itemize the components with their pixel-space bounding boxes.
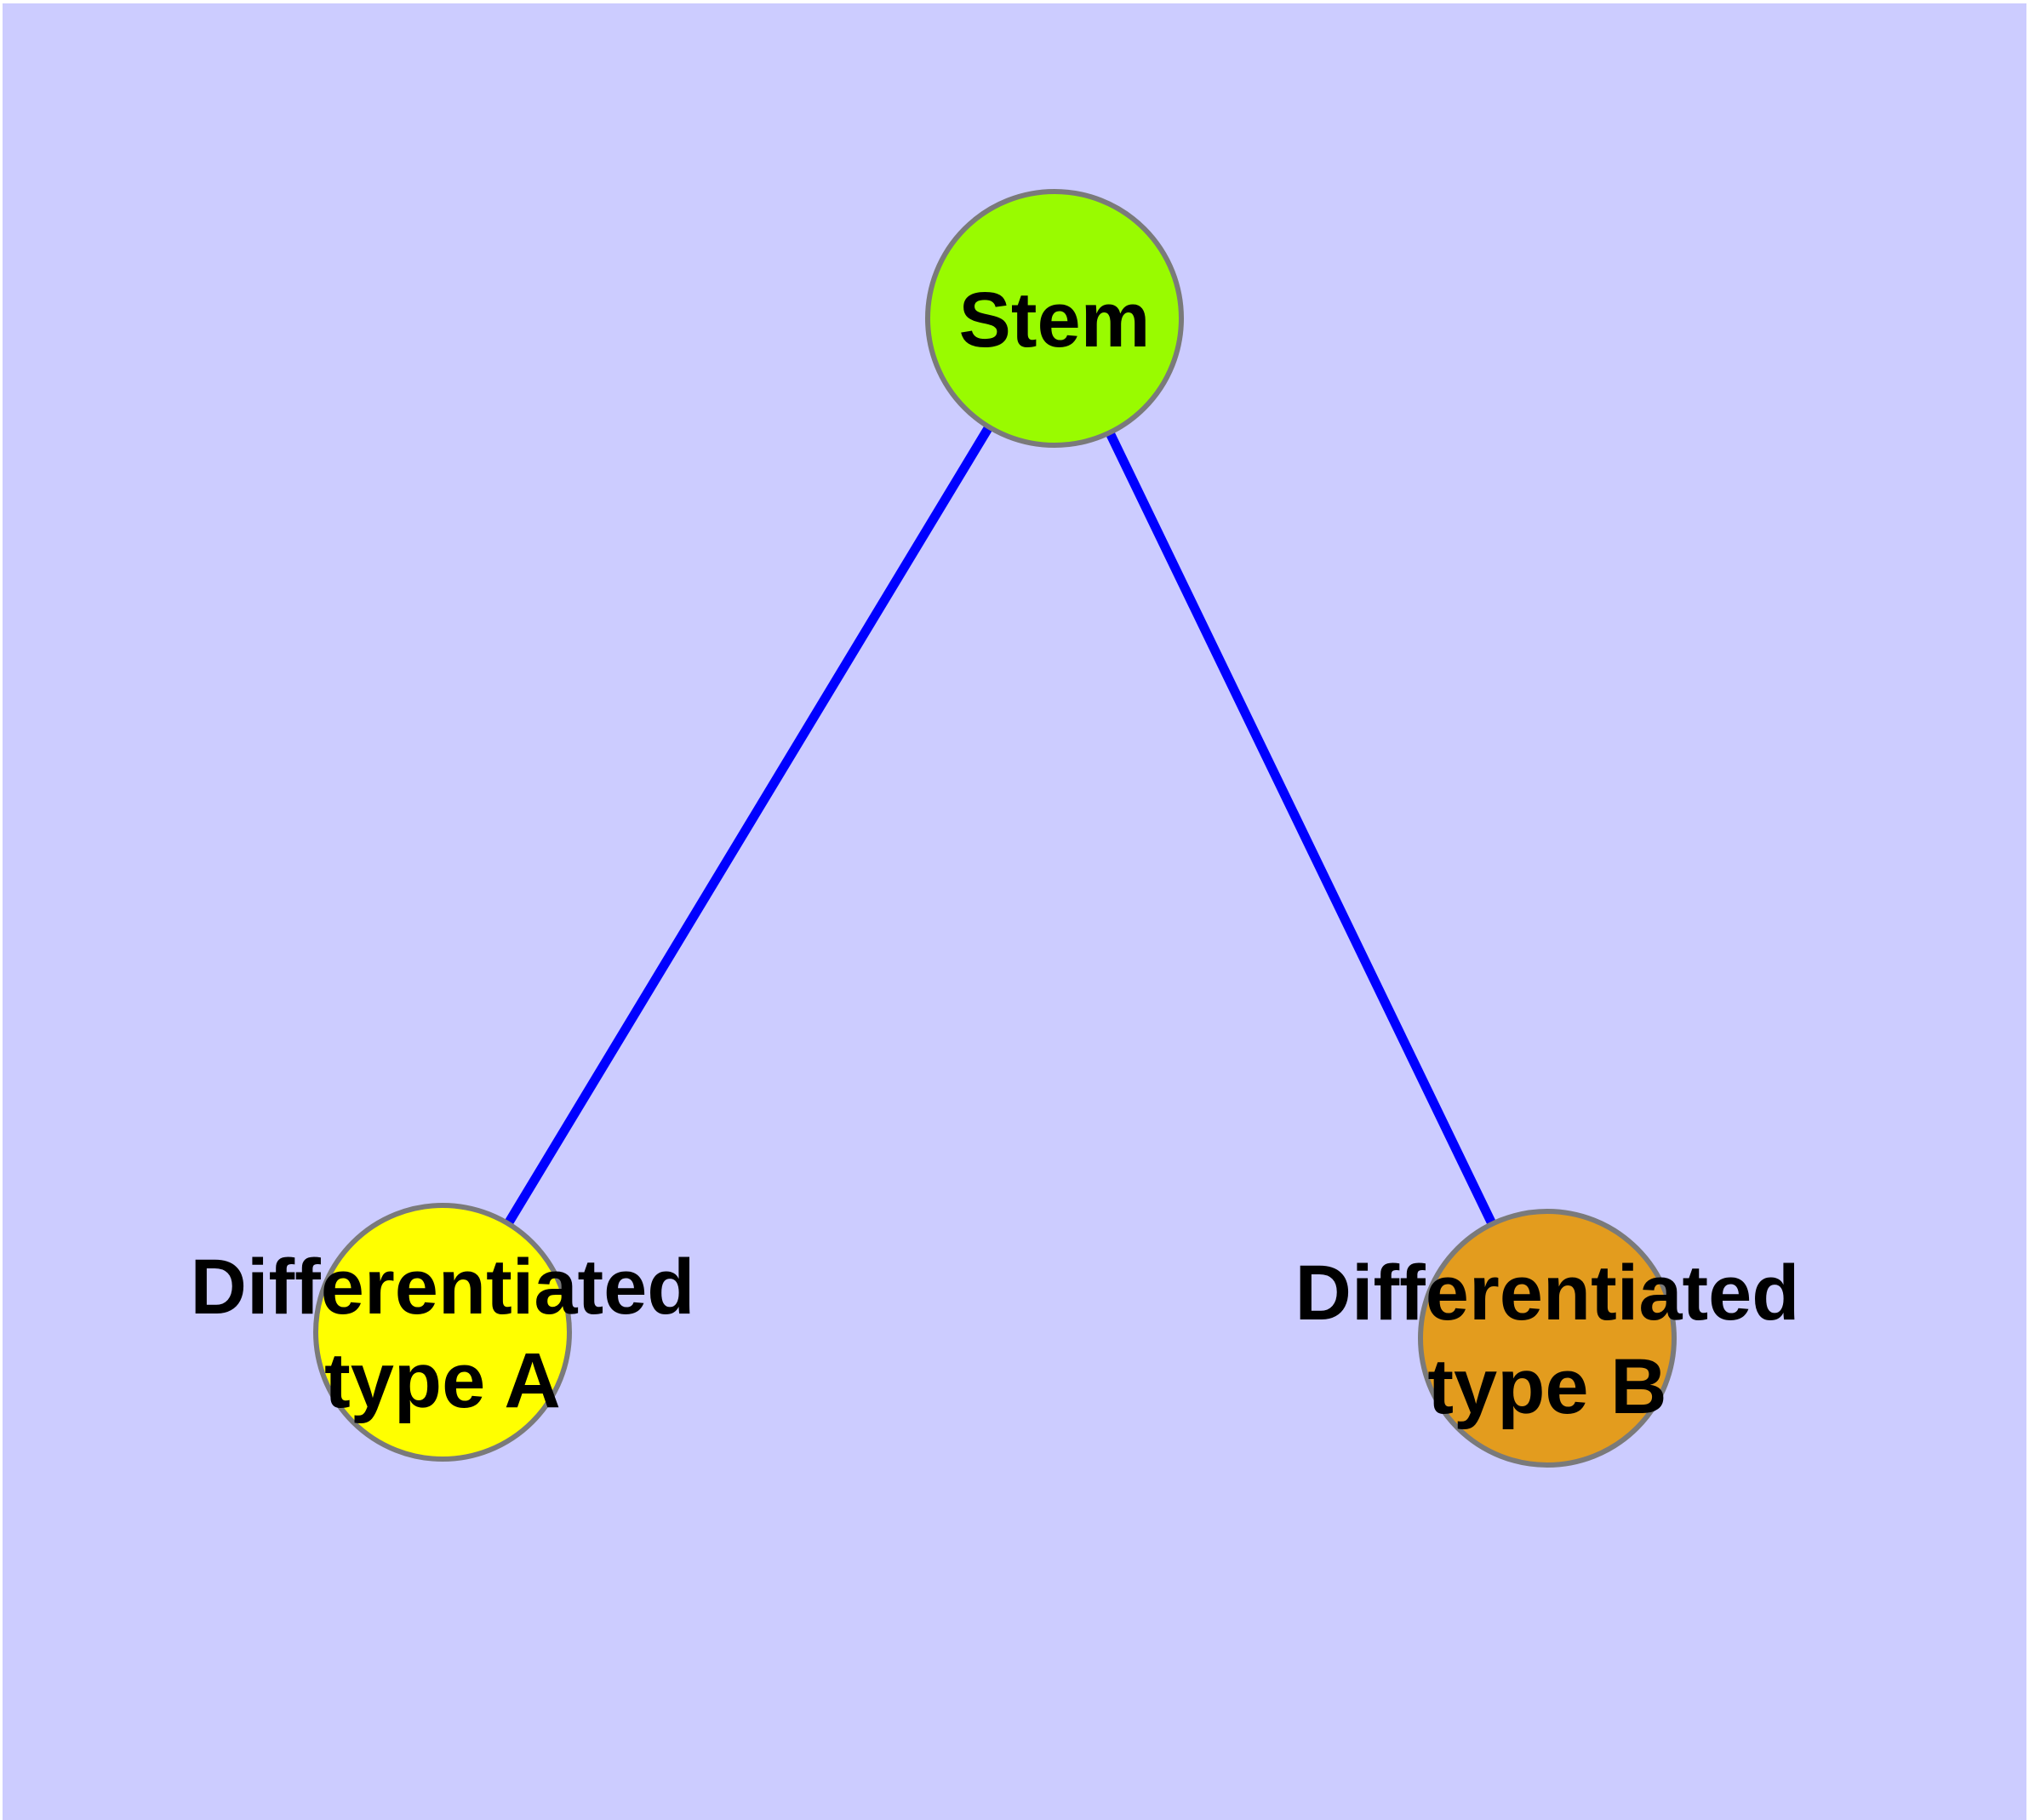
edge-stem-to-differentiated-type-b: [1050, 316, 1552, 1341]
node-stem: [925, 189, 1184, 448]
edges-layer: [438, 316, 1552, 1341]
edge-stem-to-differentiated-type-a: [438, 316, 1059, 1335]
node-label-stem: Stem: [959, 277, 1151, 363]
node-differentiated-type-a: [313, 1203, 572, 1462]
node-differentiated-type-b: [1418, 1209, 1677, 1468]
nodes-layer: [313, 189, 1677, 1468]
